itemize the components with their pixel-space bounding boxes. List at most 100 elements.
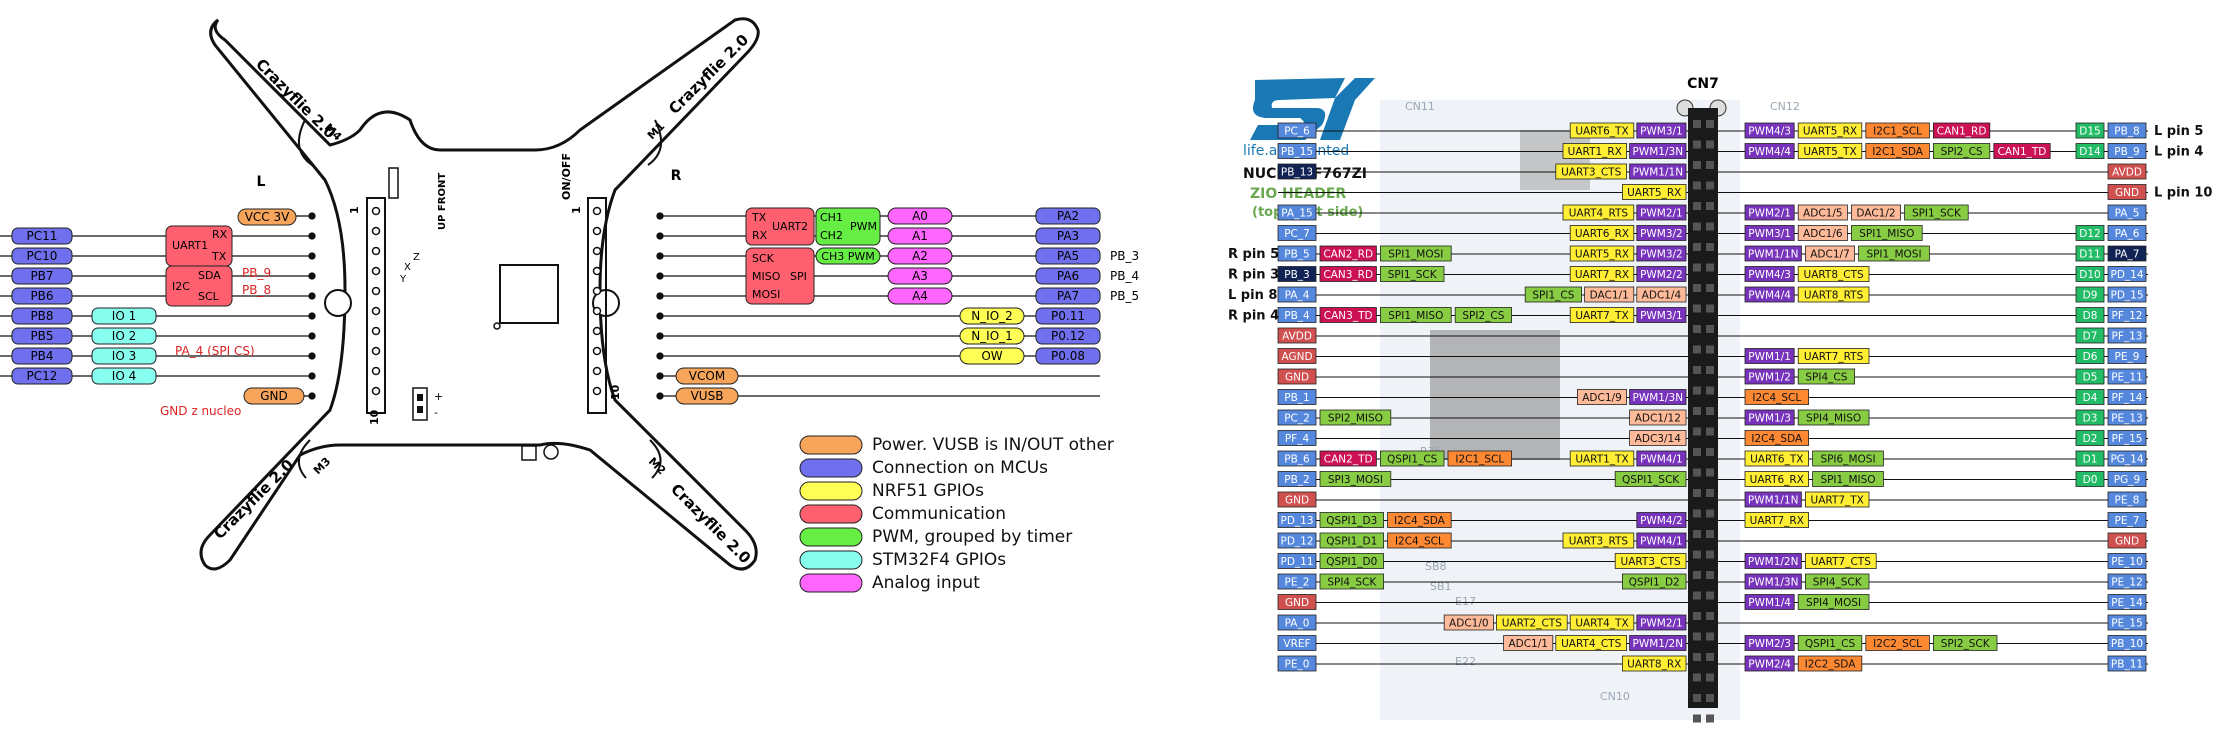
pin-tag-label: I2C4_SDA [1394, 515, 1446, 527]
pin-tag-label: D15 [2079, 126, 2100, 138]
cn7-pin [1706, 714, 1714, 723]
cn7-pin [1706, 489, 1714, 497]
pin-tag [1629, 635, 1687, 651]
pin-tag [1277, 266, 1317, 282]
pin-tag-label: PF_12 [2112, 310, 2143, 322]
pin-tag-label: UART7_RTS [1804, 351, 1864, 363]
pin-tag [1744, 655, 1795, 672]
pin-tag-label: UART7_RX [1575, 269, 1629, 281]
cn7-pin [1693, 284, 1701, 292]
battery-minus: - [434, 406, 438, 419]
cn7-pin [1693, 714, 1701, 723]
pin-tag [1865, 143, 1930, 159]
pin-tag [1797, 286, 1870, 303]
cn7-pin [1706, 386, 1714, 395]
pin-tag-label: PE_10 [2111, 556, 2143, 568]
nucleo-diagram: CN12CN11R36SB8SB1E17E22CN10 ST life.augm… [1228, 76, 2212, 723]
pin-tag [1933, 122, 1991, 139]
pin-tag-label: PWM4/3 [1748, 269, 1791, 281]
pin-tag [2107, 225, 2147, 241]
pin-tag [1744, 204, 1795, 221]
pin-tag-label: PWM1/1N [1633, 167, 1684, 179]
pin-tag-label: VREF [1283, 638, 1310, 650]
header-pin [592, 286, 602, 296]
header-pin [592, 226, 602, 236]
pin-tag-label: SPI2_CS [1462, 310, 1504, 322]
pin-note: R pin 5 [1228, 247, 1279, 262]
pin-tag-label: SPI1_MISO [1820, 474, 1875, 486]
pin-tag [1636, 307, 1687, 323]
pin-tag [1933, 143, 1991, 159]
pin-tag [2107, 122, 2147, 139]
cn7-pin [1706, 509, 1714, 518]
tag-pwm: PWM [850, 220, 877, 233]
right-function-tags: TX RX UART2 SCK MISO MOSI SPI CH1 CH2 PW… [675, 207, 1139, 405]
pin-tag-label: SPI4_SCK [1327, 577, 1377, 589]
motor-m3: M3 [311, 455, 333, 477]
tag-nio1: N_IO_1 [971, 329, 1013, 343]
pin-tag-label: I2C1_SCL [1455, 454, 1504, 466]
cn7-pin [1706, 407, 1714, 415]
left-function-tags: VCC 3V PC11 PC10 PB7 PB6 PB8 PB5 PB4 PC1… [11, 208, 305, 418]
tag-io2: IO 2 [112, 329, 136, 343]
pin-tag [1277, 122, 1317, 139]
pin-tag [1555, 635, 1628, 651]
pin-tag-label: ADC1/5 [1803, 208, 1843, 220]
header-pin [371, 326, 381, 336]
tag-a0: A0 [912, 209, 928, 223]
pin-tag [1277, 245, 1317, 262]
pin-tag [1380, 307, 1452, 323]
pin-tag-label: D1 [2083, 454, 2098, 466]
header-pin [592, 266, 602, 276]
pin-tag [1569, 307, 1635, 323]
pin-tag-label: D12 [2079, 228, 2100, 240]
header-pin [592, 366, 602, 376]
onoff-label: ON/OFF [560, 153, 573, 200]
pin-tag [1797, 348, 1870, 364]
tag-sck: SCK [752, 252, 775, 265]
legend-swatch [799, 527, 863, 547]
pin-tag-label: PWM1/1N [1748, 249, 1799, 261]
pin-tag-label: CAN2_TD [1324, 454, 1373, 466]
pin-tag-label: PB_8 [2114, 126, 2139, 138]
cn7-pin [1693, 427, 1701, 436]
pin-tag [1277, 409, 1317, 426]
pin-tag [2107, 430, 2147, 446]
pin-tag-label: PE_12 [2111, 577, 2143, 589]
pin-tag-label: PE_14 [2111, 597, 2143, 609]
pin-tag-label: SPI1_MOSI [1388, 249, 1443, 261]
tag-pb7: PB7 [30, 269, 53, 283]
cn7-pin [1693, 325, 1701, 333]
pin-tag [2075, 368, 2105, 385]
pin-tag [2107, 163, 2147, 180]
pin-tag-label: D11 [2079, 249, 2100, 261]
pin-tag [2075, 307, 2105, 323]
pin-tag-label: PE_9 [2115, 351, 2140, 363]
pin-tag-label: PE_13 [2111, 413, 2143, 425]
pin-tag [1584, 286, 1635, 303]
pin-tag-label: PWM4/3 [1748, 126, 1791, 138]
pin-tag [1744, 594, 1795, 610]
pin-tag [1744, 491, 1802, 508]
cn7-pin [1693, 673, 1701, 682]
pin-tag [1277, 307, 1317, 323]
cn7-pin [1706, 181, 1714, 190]
pin-tag [1569, 225, 1635, 241]
pin-note: R pin 3 [1228, 268, 1279, 283]
cn7-pin [1693, 571, 1701, 579]
cn7-pin [1693, 407, 1701, 415]
cn7-pin [1706, 366, 1714, 374]
pin-tag-label: PD_15 [2110, 290, 2143, 302]
pin-tag-label: I2C4_SCL [1752, 392, 1801, 404]
pin-tag-label: UART6_TX [1750, 454, 1803, 466]
pin-tag-label: PB_3 [1284, 269, 1309, 281]
pin-tag [1562, 532, 1635, 549]
pin-tag [1277, 614, 1317, 631]
pin-tag [2107, 368, 2147, 385]
pin-tag [1277, 635, 1317, 651]
tag-p008: P0.08 [1051, 349, 1085, 363]
pin-tag [1865, 122, 1930, 139]
cn7-pin [1706, 304, 1714, 313]
pin-tag [1797, 594, 1870, 610]
crazyflie-board-outline [199, 17, 760, 571]
